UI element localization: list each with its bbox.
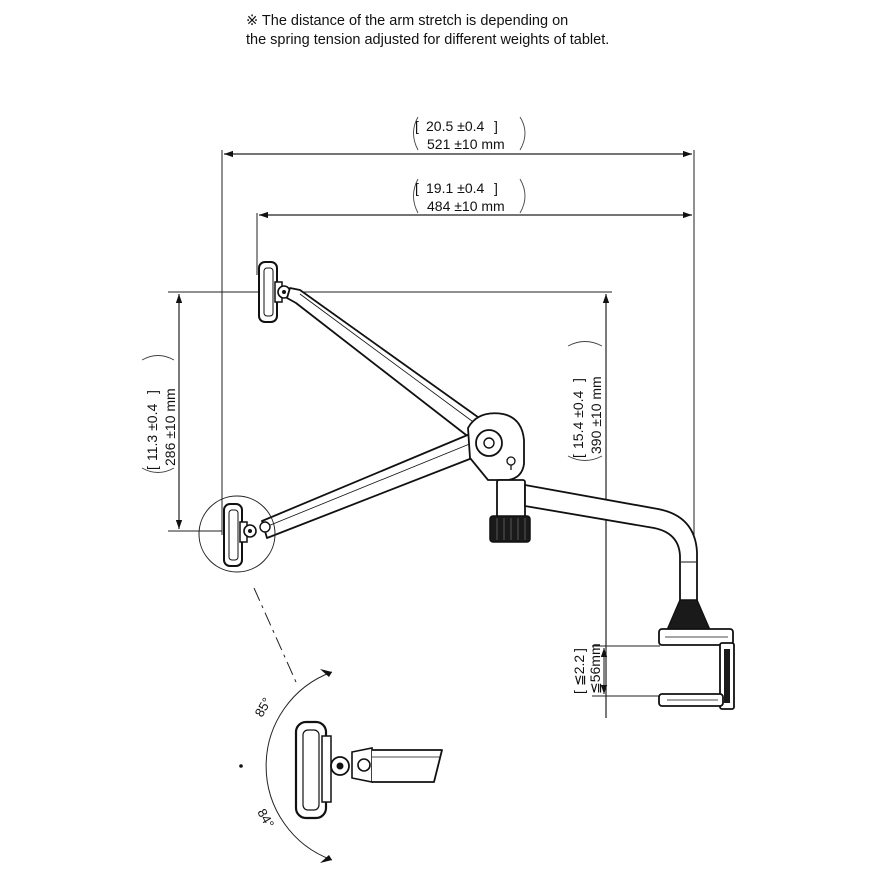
dim-left-inch: 11.3 ±0.4 <box>144 404 160 461</box>
dimension-arm-width: [ 19.1 ±0.4 ] 484 ±10 mm <box>256 178 692 275</box>
svg-text:]: ] <box>571 648 587 652</box>
dim-clamp-inch: ≦2.2 <box>571 655 587 686</box>
detail-view: 85° 84° <box>239 669 443 863</box>
paren-left <box>413 116 419 151</box>
svg-text:[: [ <box>144 466 160 470</box>
elbow-joint <box>467 412 525 481</box>
dim-total-mm: 521 ±10 mm <box>427 136 505 152</box>
dim-left-mm: 286 ±10 mm <box>162 388 178 466</box>
dim-arm-mm: 484 ±10 mm <box>427 198 505 214</box>
dimension-total-width: [ 20.5 ±0.4 ] 521 ±10 mm <box>221 116 695 540</box>
svg-text:]: ] <box>144 390 160 394</box>
bracket-open: [ <box>415 180 419 196</box>
dim-right-mm: 390 ±10 mm <box>588 376 604 454</box>
dimension-vertical-left: [ 11.3 ±0.4 ] 286 ±10 mm <box>141 291 612 532</box>
tension-knob <box>489 515 531 543</box>
dim-total-inch: 20.5 ±0.4 <box>426 118 484 134</box>
dim-right-inch: 15.4 ±0.4 <box>570 391 586 449</box>
bracket-open: [ <box>415 118 419 134</box>
bracket-close: ] <box>494 118 498 134</box>
dimension-clamp: [ ≦2.2 ] ≦56mm <box>571 643 660 697</box>
svg-text:]: ] <box>570 378 586 382</box>
note-line-2: the spring tension adjusted for differen… <box>246 32 610 48</box>
angle-down-label: 84° <box>254 806 277 831</box>
angle-up-label: 85° <box>252 695 275 720</box>
lower-arm <box>261 433 481 539</box>
svg-text:[: [ <box>570 454 586 458</box>
bracket-close: ] <box>494 180 498 196</box>
dimension-vertical-right: [ 15.4 ±0.4 ] 390 ±10 mm <box>567 294 610 718</box>
detail-leader-line <box>253 587 297 683</box>
note-line-1: ※ The distance of the arm stretch is dep… <box>246 13 569 29</box>
detail-circle <box>198 495 276 573</box>
base-post <box>489 479 698 605</box>
desk-clamp <box>658 599 735 710</box>
dim-clamp-mm: ≦56mm <box>587 643 603 694</box>
svg-text:[: [ <box>571 690 587 694</box>
lower-tablet-mount <box>198 495 276 573</box>
dim-arm-inch: 19.1 ±0.4 <box>426 180 484 196</box>
paren-right <box>519 116 526 151</box>
upper-arm <box>286 287 483 439</box>
